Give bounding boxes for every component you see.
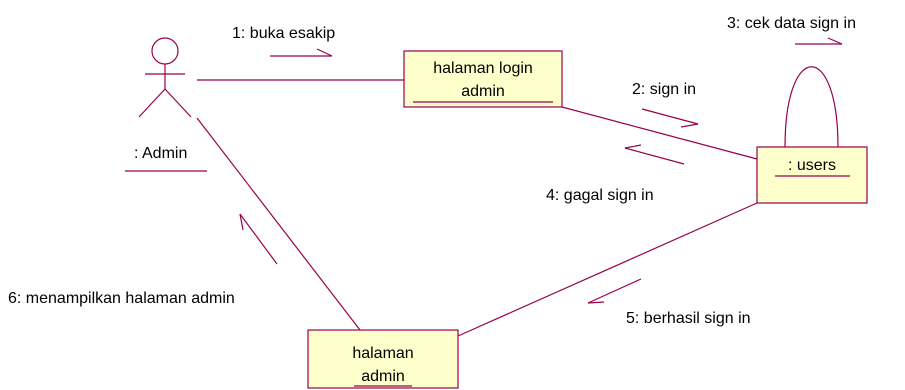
message-6-arrow	[239, 213, 278, 265]
message-1-label: 1: buka esakip	[232, 25, 335, 42]
link-users-adminpage	[457, 202, 758, 337]
message-5-label: 5: berhasil sign in	[626, 310, 751, 327]
link-admin-adminpage	[196, 117, 361, 331]
admin-page-box	[307, 329, 459, 389]
message-3-label: 3: cek data sign in	[727, 15, 856, 32]
users-box	[756, 146, 868, 204]
actor-right-leg	[164, 88, 192, 118]
admin-page-label-line1: halaman	[352, 345, 413, 362]
message-5-arrow	[587, 278, 642, 304]
actor-label: : Admin	[134, 145, 187, 162]
users-object[interactable]: : users	[756, 146, 868, 204]
message-2-arrow	[641, 108, 699, 128]
message-4-arrow	[624, 144, 685, 165]
message-2-label: 2: sign in	[632, 81, 696, 98]
actor-head	[151, 37, 179, 65]
actor-left-leg	[138, 88, 166, 118]
admin-page-object[interactable]: halaman admin	[307, 329, 459, 389]
login-page-label-line1: halaman login	[433, 60, 533, 77]
admin-actor[interactable]: : Admin	[125, 37, 207, 172]
login-page-object[interactable]: halaman login admin	[403, 50, 563, 108]
message-6-label: 6: menampilkan halaman admin	[8, 290, 235, 307]
message-1-arrow	[270, 48, 333, 57]
login-page-box	[403, 50, 563, 108]
self-link-users	[784, 66, 839, 148]
users-label: : users	[788, 157, 836, 174]
message-4-label: 4: gagal sign in	[546, 187, 654, 204]
admin-page-label-line2: admin	[361, 368, 405, 385]
link-login-users	[561, 106, 758, 160]
message-3-arrow	[795, 37, 843, 45]
login-page-label-line2: admin	[461, 83, 505, 100]
